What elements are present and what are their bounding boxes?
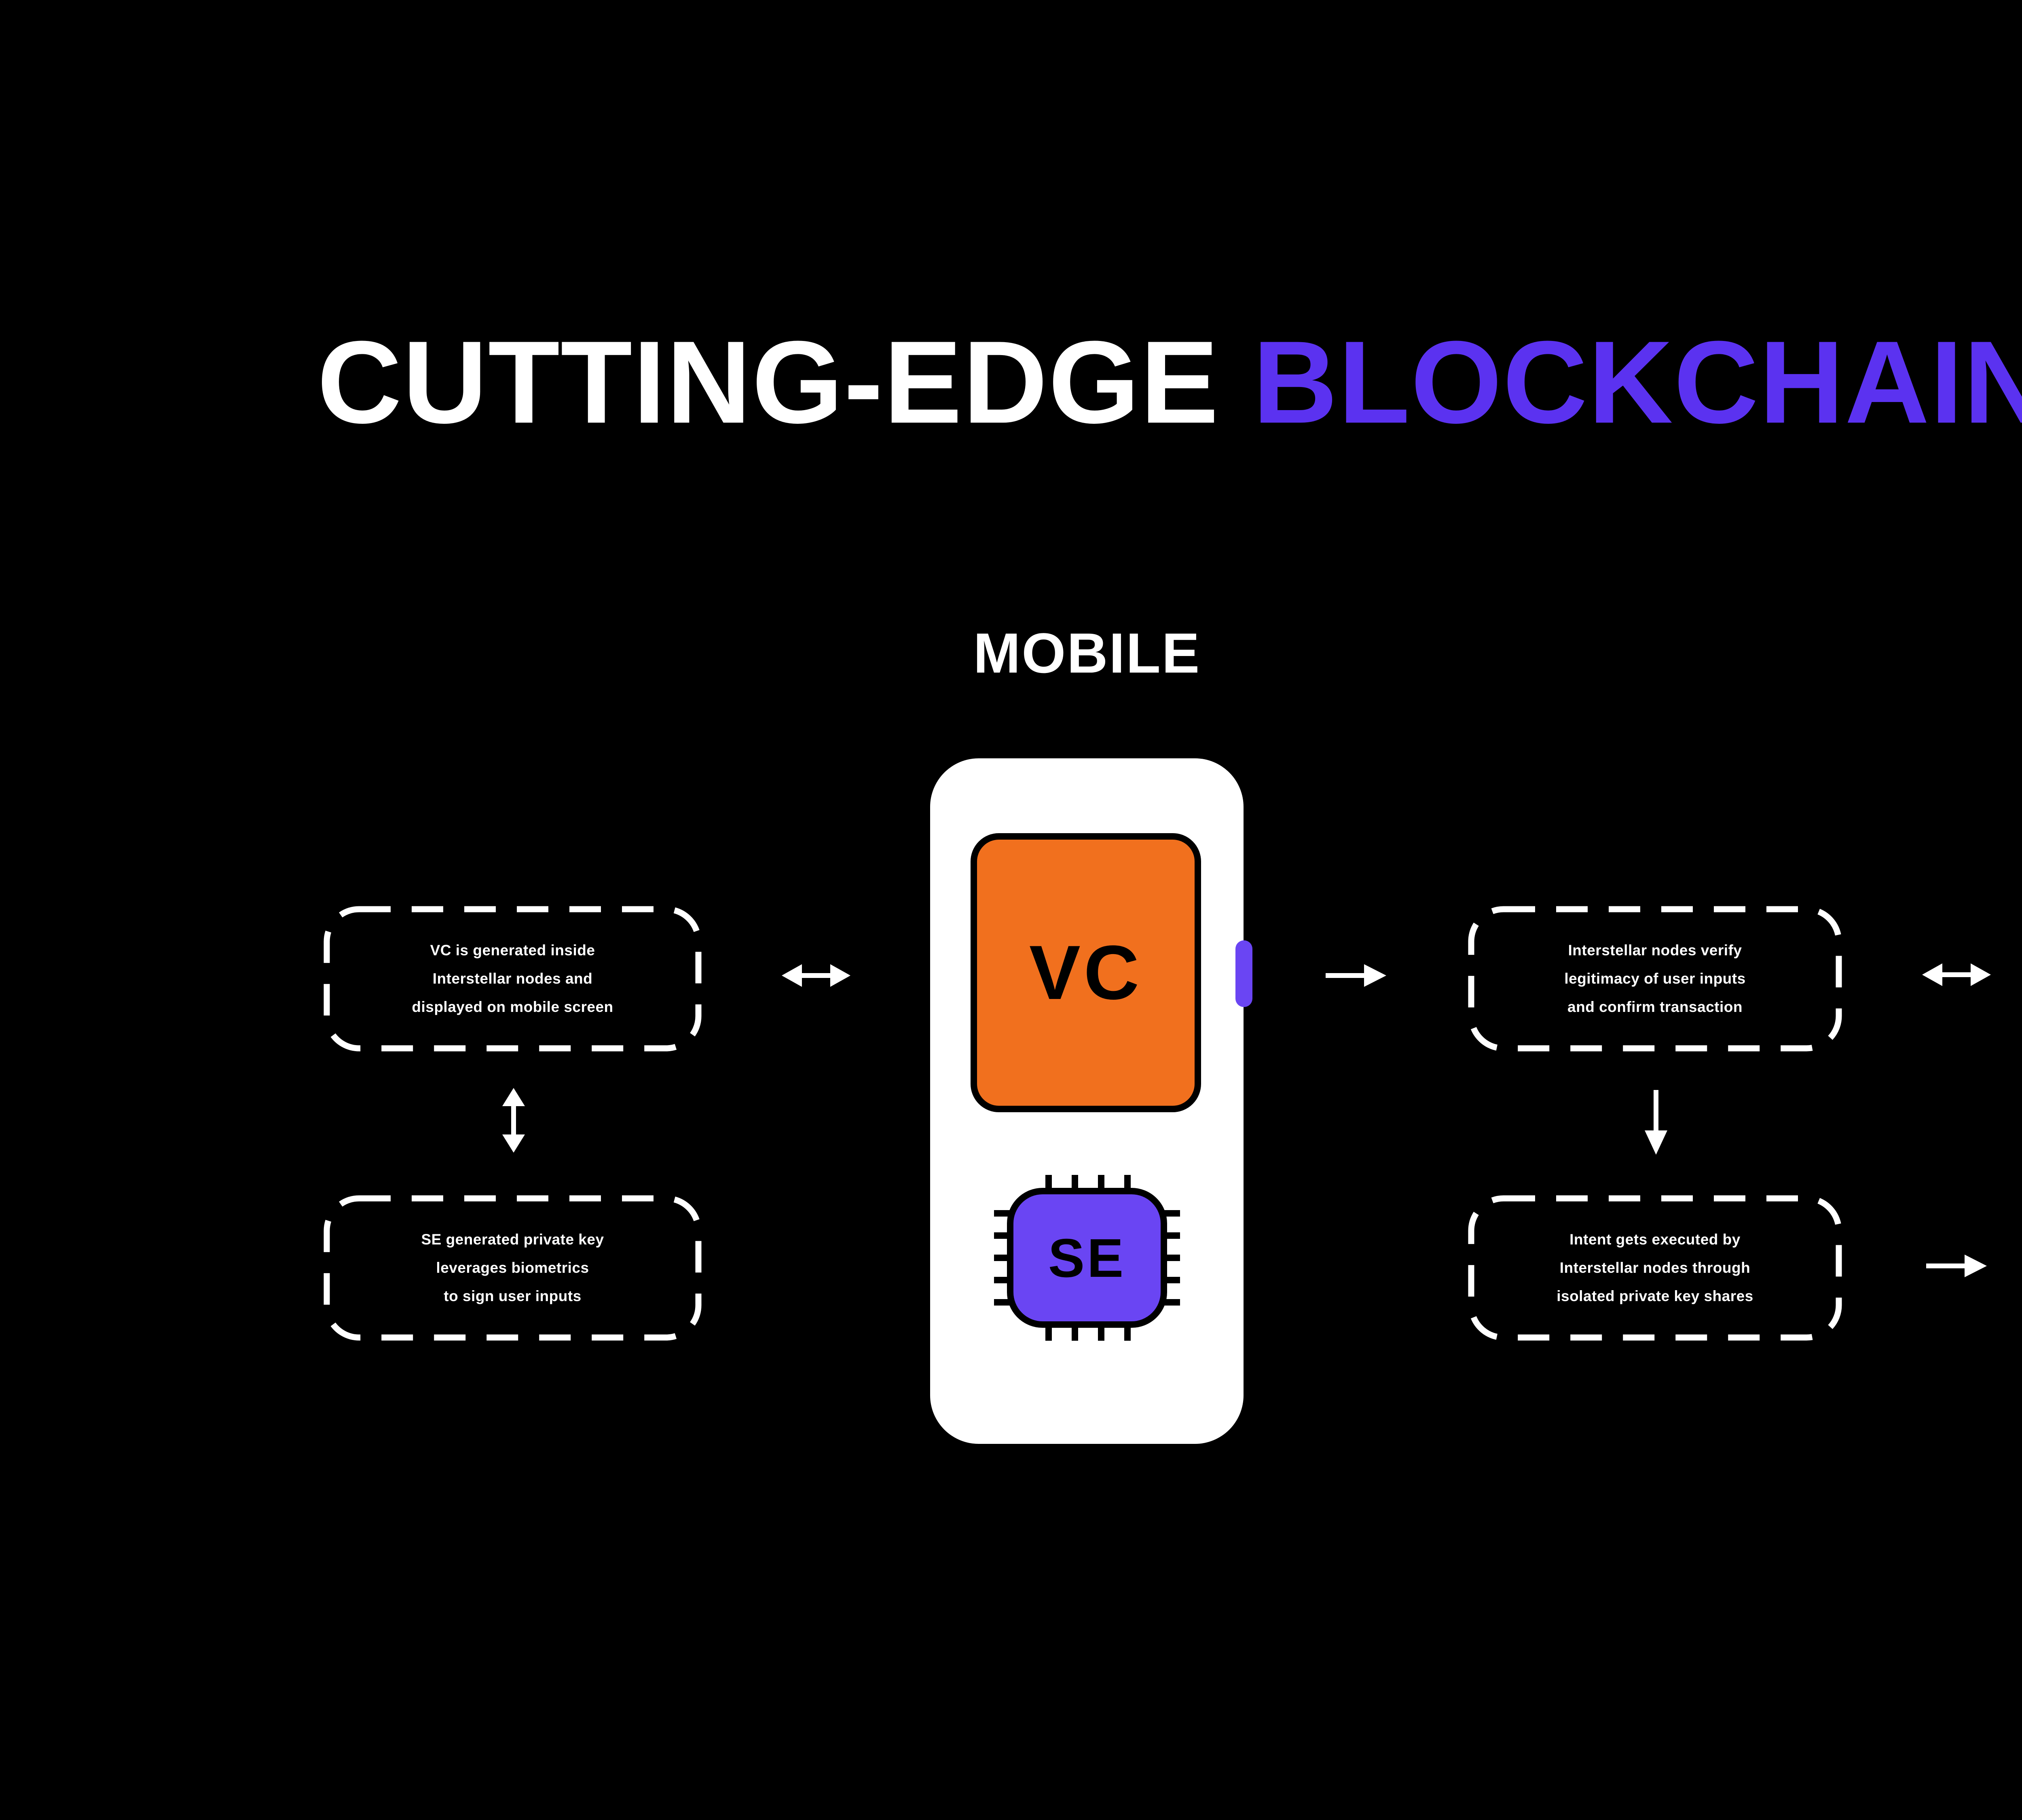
callout-se-private-key: SE generated private key leverages biome… xyxy=(324,1195,702,1341)
mobile-section-label: MOBILE xyxy=(973,621,1201,685)
double-arrow-left-phone-icon xyxy=(782,964,850,987)
dashed-border xyxy=(1468,906,1842,1052)
double-arrow-left-vertical-icon xyxy=(502,1088,525,1153)
callout-line: VC is generated inside xyxy=(430,942,595,959)
callout-line: Intent gets executed by xyxy=(1569,1231,1741,1248)
se-chip-icon: SE xyxy=(994,1175,1180,1341)
callout-line: legitimacy of user inputs xyxy=(1564,970,1746,987)
callout-line: Interstellar nodes and xyxy=(432,970,593,987)
callout-line: and confirm transaction xyxy=(1567,999,1743,1015)
callout-line: Interstellar nodes verify xyxy=(1568,942,1742,959)
dashed-border xyxy=(324,906,702,1052)
se-label: SE xyxy=(1048,1227,1126,1289)
callout-line: SE generated private key xyxy=(421,1231,604,1248)
vc-screen: VC xyxy=(971,833,1201,1112)
dashed-border xyxy=(1468,1195,1842,1341)
dashed-border xyxy=(324,1195,702,1341)
callout-line: leverages biometrics xyxy=(436,1259,589,1276)
double-arrow-nodes-blockchain-icon xyxy=(1922,963,1991,986)
callout-line: displayed on mobile screen xyxy=(412,999,613,1015)
arrow-phone-to-nodes-icon xyxy=(1326,964,1386,987)
callout-nodes-verify: Interstellar nodes verify legitimacy of … xyxy=(1468,906,1842,1052)
callout-line: isolated private key shares xyxy=(1557,1288,1753,1304)
callout-line: to sign user inputs xyxy=(444,1288,582,1304)
title-accent: BLOCKCHAIN TECHNOLOGY xyxy=(1252,316,2022,448)
phone-side-button xyxy=(1235,940,1252,1007)
callout-vc-generated: VC is generated inside Interstellar node… xyxy=(324,906,702,1052)
callout-intent-executed: Intent gets executed by Interstellar nod… xyxy=(1468,1195,1842,1341)
title-white: CUTTING-EDGE xyxy=(317,316,1220,448)
page-title: CUTTING-EDGE BLOCKCHAIN TECHNOLOGY xyxy=(0,316,2022,448)
arrow-down-middle-icon xyxy=(1645,1090,1667,1155)
callout-line: Interstellar nodes through xyxy=(1559,1259,1751,1276)
vc-label: VC xyxy=(1029,930,1142,1016)
arrow-intent-to-blockchain-icon xyxy=(1926,1255,1987,1277)
